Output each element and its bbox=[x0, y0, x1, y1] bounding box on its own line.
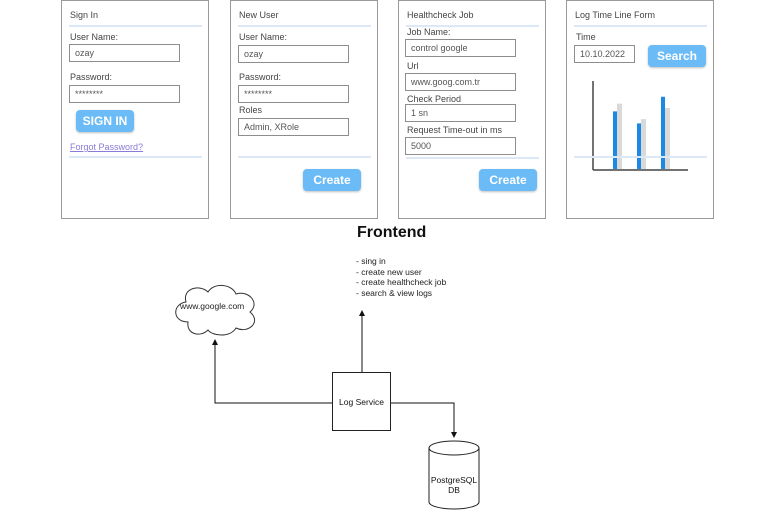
new-user-panel: New User User Name: ozay Password: *****… bbox=[230, 0, 378, 219]
password-field[interactable]: ******** bbox=[238, 85, 349, 103]
log-chart bbox=[592, 81, 688, 171]
check-period-field[interactable]: 1 sn bbox=[405, 104, 516, 122]
password-field[interactable]: ******** bbox=[69, 85, 180, 103]
timeout-field[interactable]: 5000 bbox=[405, 137, 516, 155]
feature-item: - create healthcheck job bbox=[356, 277, 447, 287]
username-field[interactable]: ozay bbox=[69, 44, 180, 62]
chart-bar-gray bbox=[617, 103, 622, 169]
arrow-to-database bbox=[391, 402, 457, 438]
database-type: DB bbox=[448, 485, 460, 495]
job-name-label: Job Name: bbox=[407, 27, 451, 37]
chart-bar-blue bbox=[637, 123, 641, 169]
divider bbox=[406, 157, 539, 159]
divider bbox=[574, 25, 707, 27]
panel-title: Healthcheck Job bbox=[407, 10, 474, 20]
feature-item: - create new user bbox=[356, 266, 422, 277]
divider bbox=[406, 25, 539, 27]
log-service-box: Log Service bbox=[332, 372, 391, 431]
username-label: User Name: bbox=[239, 32, 288, 42]
create-user-button[interactable]: Create bbox=[303, 169, 361, 191]
url-field[interactable]: www.goog.com.tr bbox=[405, 73, 516, 91]
frontend-heading: Frontend bbox=[357, 224, 427, 241]
chart-bar-gray bbox=[665, 107, 670, 169]
search-button[interactable]: Search bbox=[648, 45, 706, 67]
arrow-to-google bbox=[212, 339, 332, 404]
database-label: PostgreSQL DB bbox=[427, 475, 481, 495]
chart-bar-gray bbox=[641, 119, 646, 169]
healthcheck-job-panel: Healthcheck Job Job Name: control google… bbox=[398, 0, 546, 219]
chart-bar-blue bbox=[661, 96, 665, 169]
database-name: PostgreSQL bbox=[430, 475, 478, 485]
check-period-label: Check Period bbox=[407, 94, 462, 104]
external-site-label: www.google.com bbox=[180, 301, 245, 311]
divider bbox=[574, 156, 707, 158]
password-label: Password: bbox=[70, 72, 113, 82]
sign-in-button[interactable]: SIGN IN bbox=[76, 110, 134, 132]
username-field[interactable]: ozay bbox=[238, 45, 349, 63]
divider bbox=[238, 156, 371, 158]
feature-item: - sing in bbox=[356, 256, 386, 266]
roles-field[interactable]: Admin, XRole bbox=[238, 118, 349, 136]
time-label: Time bbox=[576, 32, 596, 42]
username-label: User Name: bbox=[70, 32, 119, 42]
divider bbox=[69, 25, 202, 27]
roles-label: Roles bbox=[239, 105, 263, 115]
feature-item: - search & view logs bbox=[356, 287, 433, 298]
create-job-button[interactable]: Create bbox=[479, 169, 537, 191]
panel-title: New User bbox=[239, 10, 279, 20]
forgot-password-link[interactable]: Forgot Password? bbox=[70, 142, 144, 152]
chart-bar-blue bbox=[613, 111, 617, 169]
job-name-field[interactable]: control google bbox=[405, 39, 516, 57]
panel-title: Log Time Line Form bbox=[575, 10, 656, 20]
panel-title: Sign In bbox=[70, 10, 99, 20]
sign-in-panel: Sign In User Name: ozay Password: ******… bbox=[61, 0, 209, 219]
divider bbox=[238, 25, 371, 27]
time-field[interactable]: 10.10.2022 bbox=[574, 45, 635, 63]
url-label: Url bbox=[407, 61, 419, 71]
timeout-label: Request Time-out in ms bbox=[407, 125, 503, 135]
frontend-features: - sing in - create new user - create hea… bbox=[356, 256, 446, 298]
password-label: Password: bbox=[239, 72, 282, 82]
divider bbox=[69, 156, 202, 158]
log-timeline-panel: Log Time Line Form Time 10.10.2022 Searc… bbox=[566, 0, 714, 219]
